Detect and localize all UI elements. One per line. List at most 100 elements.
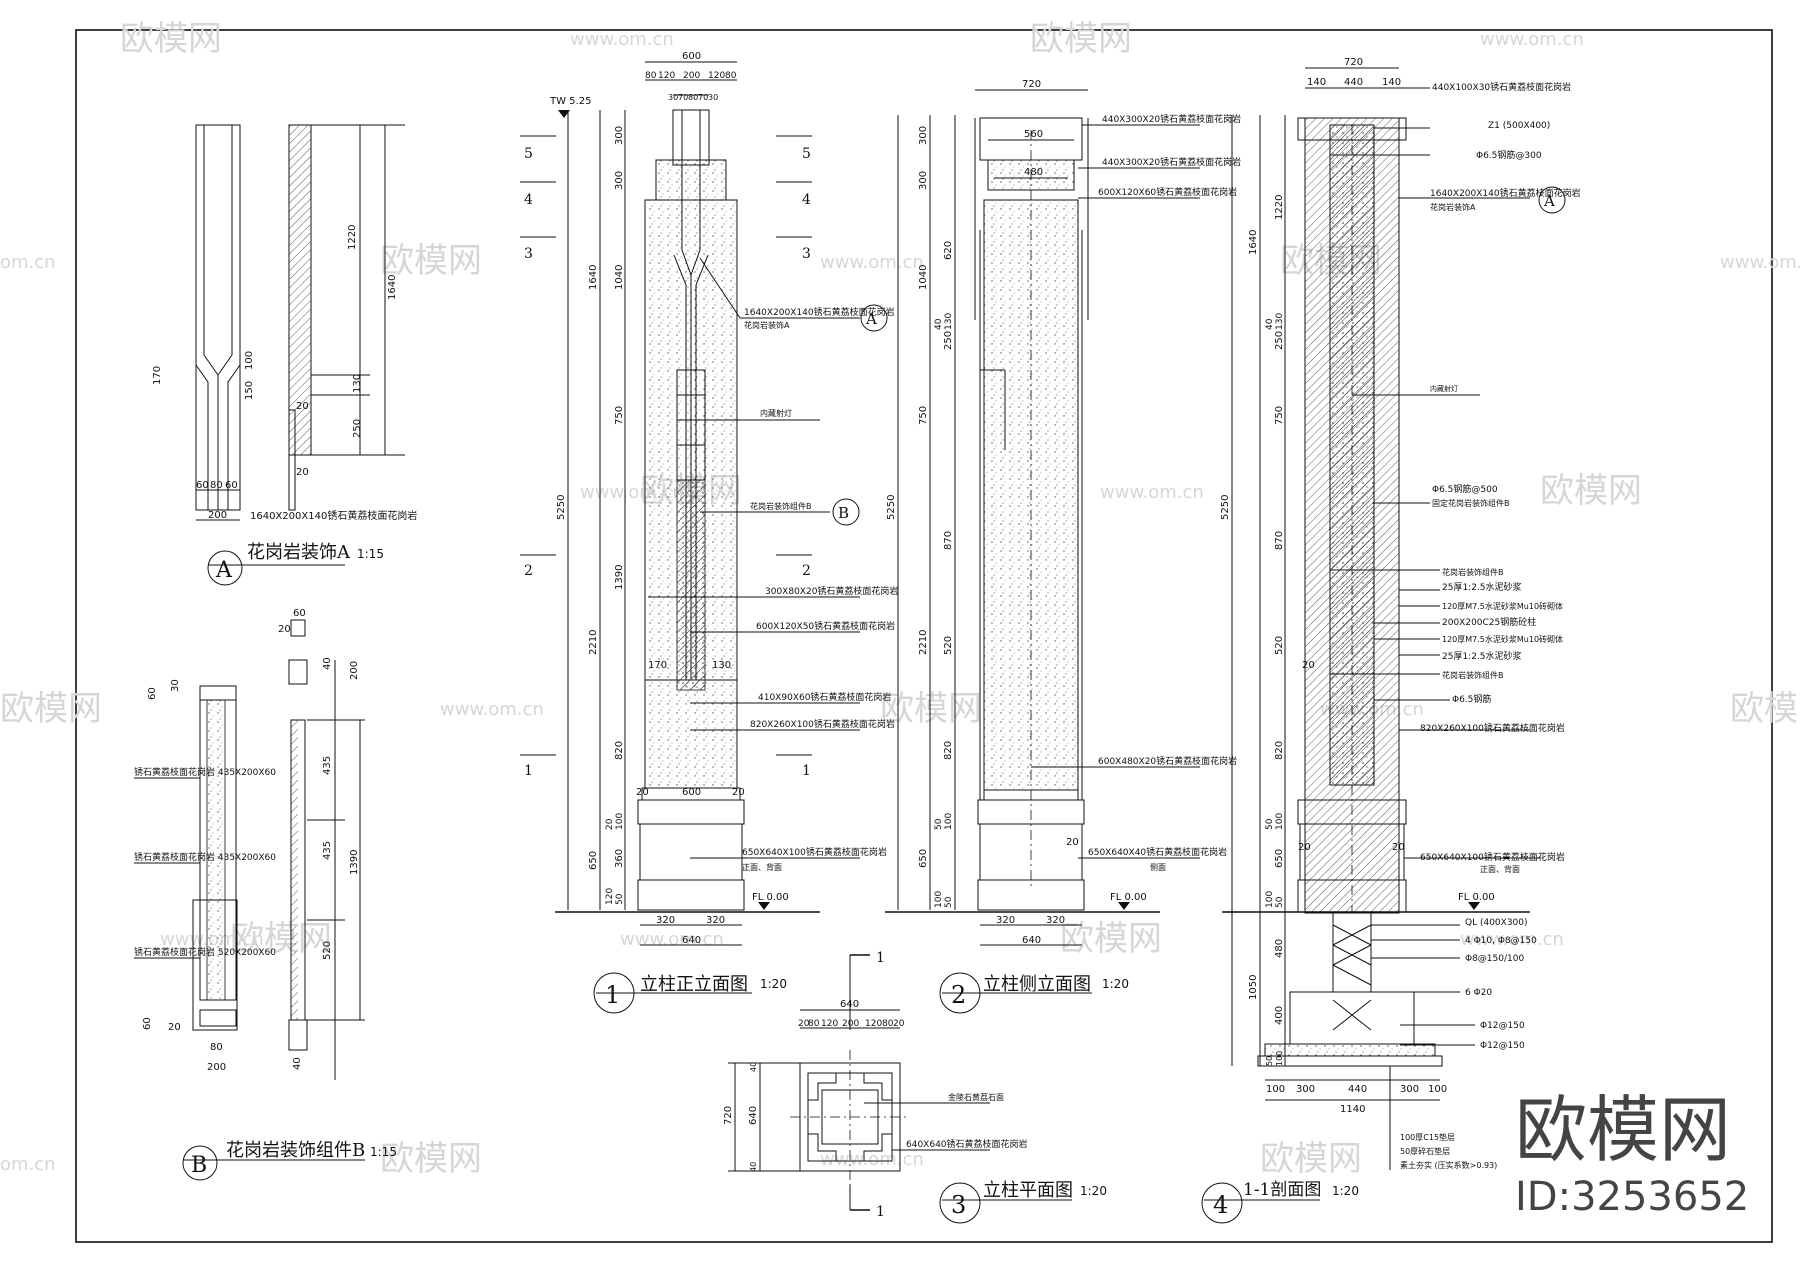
dim: 640 [1022,935,1041,946]
front-elevation: 5 5 4 4 3 3 2 2 1 1 600 80 120 200 120 8… [520,51,898,1014]
watermark-brand: 欧模网 [0,689,102,729]
plan-badge [939,1182,981,1224]
dim: 40 [322,657,333,670]
dim: 20 [1392,842,1405,853]
callout: 640X640锈石黄荔枝面花岗岩 [906,1138,1028,1150]
dim: 750 [918,406,929,425]
dim: 1640 [387,275,398,300]
detail-a-scale: 1:15 [357,547,384,561]
level-label: 5 [802,146,811,162]
level-marker-icon [1118,902,1130,910]
dim: 560 [1024,129,1043,140]
dim: 250 [943,331,954,350]
watermark-url: www.om.cn [620,929,724,950]
watermark-brand: 欧模网 [230,919,332,959]
watermark-brand: 欧模网 [120,19,222,59]
section-scale: 1:20 [1332,1184,1359,1198]
ref-a-badge [860,304,888,332]
dim: 5250 [1220,495,1231,520]
dim: 40 [749,1162,758,1172]
dim: 30 [170,679,181,692]
dim: 400 [1274,1006,1285,1025]
watermark-brand: 欧模网 [1540,471,1642,511]
callout: Z1 (500X400) [1488,121,1550,131]
dim: 100 [1275,1051,1284,1066]
brand-id: ID:3253652 [1515,1174,1749,1220]
dim: 720 [1344,57,1363,68]
watermark-url: www.om.cn [1460,929,1564,950]
callout: Φ12@150 [1480,1041,1525,1051]
callout: 侧面 [1150,862,1166,872]
dim: 20 [278,624,291,635]
callout: 650X640X100锈石黄荔枝面花岗岩 [742,846,887,858]
dim: 520 [1274,636,1285,655]
level-label: 1 [802,763,811,779]
dim: 300 [918,126,929,145]
dim: 130 [1275,313,1285,330]
detail-a-label: A [215,558,233,583]
callout: 650X640X40锈石黄荔枝面花岗岩 [1088,846,1227,858]
plan-title: 立柱平面图 [983,1180,1073,1201]
dim: 820 [614,741,625,760]
dim: 480 [1024,167,1043,178]
watermark-url: www.om.cn [820,1149,924,1170]
dim: 320 [996,915,1015,926]
dim: 20 [1302,660,1315,671]
callout: 25厚1:2.5水泥砂浆 [1442,581,1522,593]
callout: 正面、背面 [1480,864,1520,874]
dim: 170 [648,660,667,671]
dim: 80 [725,71,737,81]
detail-a-badge [207,550,243,586]
dim: 130 [712,660,731,671]
dim: 100 [1275,813,1285,830]
level-label: 1 [524,763,533,779]
dim: 300 [614,171,625,190]
dim: 50 [934,818,944,830]
callout: 50厚碎石垫层 [1400,1146,1450,1156]
section-view: 720 140 440 140 1220 1640 40 130 250 750… [1201,57,1581,1224]
dim: 1040 [918,265,929,290]
dim: 520 [322,941,333,960]
dim: 600 [682,51,701,62]
dim: 320 [706,915,725,926]
dim: 480 [1274,939,1285,958]
side-title: 立柱侧立面图 [983,974,1091,995]
dim: 120 [821,1019,838,1029]
dim: 50 [1265,1056,1274,1066]
detail-b-label: B [191,1153,207,1178]
dim: 200 [683,71,700,81]
side-elevation: 720 560 480 300 300 620 1040 40 130 250 … [885,79,1241,1014]
dim: 80 [210,480,223,491]
dim: 80 [808,1019,820,1029]
watermark-small: om.cn [0,1154,56,1175]
section-mark: 1 [876,1204,885,1220]
dim: 1220 [347,225,358,250]
detail-b-scale: 1:15 [370,1145,397,1159]
callout: 120厚M7.5水泥砂浆Mu10砖砌体 [1442,601,1563,611]
dim: 1390 [349,850,360,875]
watermark-url: www.om.cn [820,252,924,273]
callout: 100厚C15垫层 [1400,1132,1455,1142]
dim: 20 [732,787,745,798]
dim: 5250 [886,495,897,520]
level-marker-icon [1468,902,1480,910]
dim: 150 [244,381,255,400]
dim: 50 [1265,818,1275,830]
front-floor-mark: FL 0.00 [752,892,789,903]
dim: 300 [918,171,929,190]
dim: 320 [1046,915,1065,926]
level-label: 5 [524,146,533,162]
dim: 80 [210,1042,223,1053]
watermark-url: www.om.cn [1100,482,1204,503]
dim: 1390 [614,565,625,590]
callout: Φ6.5钢筋 [1452,693,1491,705]
dim: 20 [605,818,615,830]
callout: 6 Φ20 [1465,988,1492,998]
level-label: 4 [524,192,533,208]
dim: 100 [1266,1084,1285,1095]
dim: 80 [645,71,657,81]
dim: 650 [918,849,929,868]
callout: 600X120X60锈石黄荔枝面花岗岩 [1098,186,1237,198]
dim: 360 [614,849,625,868]
dim: 70 [698,93,708,102]
